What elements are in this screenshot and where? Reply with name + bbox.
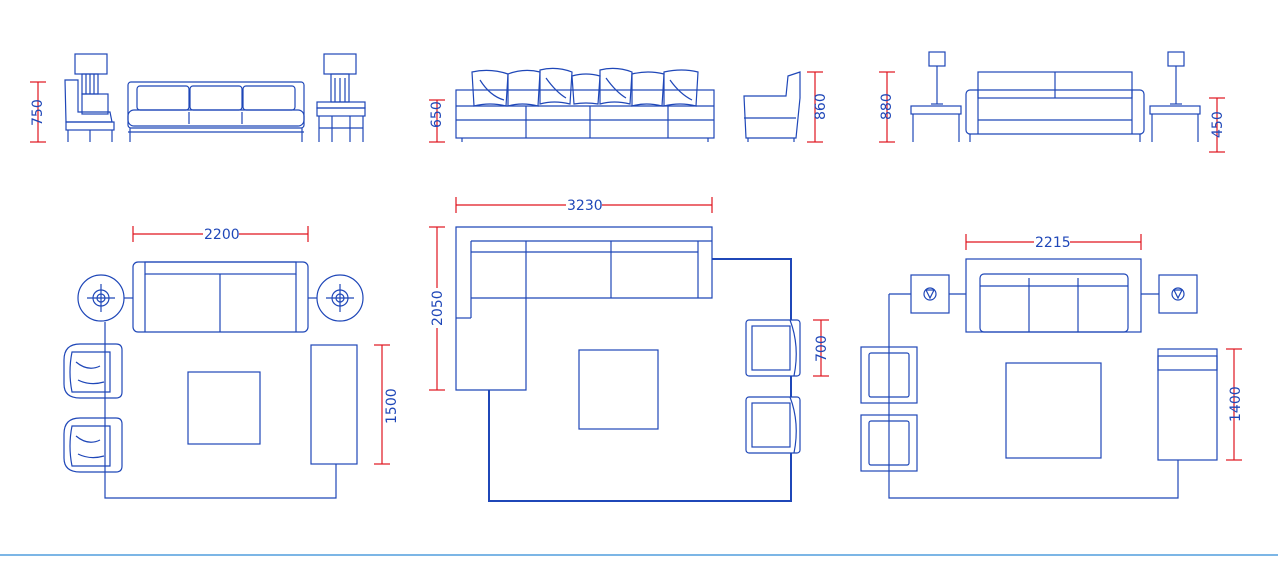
sofa-plan-icon <box>965 258 1142 333</box>
coffee-table-icon <box>578 349 659 430</box>
table-lamp-icon <box>74 53 108 95</box>
elevation-center: 650 <box>429 67 829 143</box>
armchair-plan-icon <box>860 414 918 472</box>
armchair-side-icon <box>743 71 801 142</box>
armchair-plan-icon <box>745 396 801 454</box>
dimension-3230: 3230 <box>455 197 713 214</box>
dimension-2050: 2050 <box>428 226 446 391</box>
dimension-label: 2200 <box>204 227 240 243</box>
dimension-860: 860 <box>807 71 829 143</box>
console-table-icon <box>310 344 358 465</box>
dimension-880: 880 <box>879 71 895 143</box>
armchair-plan-icon <box>860 346 918 404</box>
dimension-2215: 2215 <box>965 234 1142 251</box>
coffee-table-icon <box>187 371 261 445</box>
dimension-450: 450 <box>1209 97 1226 153</box>
dimension-label: 860 <box>813 93 829 120</box>
dimension-label: 2050 <box>430 290 446 326</box>
elevation-left: 750 <box>30 53 366 143</box>
square-side-table-icon <box>910 274 950 314</box>
dimension-750: 750 <box>30 81 46 143</box>
sectional-sofa-front-icon <box>455 89 715 142</box>
dimension-1500: 1500 <box>374 344 400 465</box>
dimension-label: 1500 <box>384 388 400 424</box>
dimension-label: 650 <box>429 101 445 128</box>
plan-left: 2200 <box>63 226 400 499</box>
side-table-icon <box>910 105 962 142</box>
elevation-right: 880 <box>879 51 1226 153</box>
sectional-sofa-plan-icon <box>455 226 713 391</box>
table-lamp-icon <box>1167 51 1185 105</box>
dimension-label: 2215 <box>1035 235 1071 251</box>
armchair-plan-icon <box>63 343 123 399</box>
dimension-label: 880 <box>879 93 895 120</box>
square-side-table-icon <box>1158 274 1198 314</box>
dimension-650: 650 <box>429 99 445 143</box>
rug-outline <box>888 293 1179 499</box>
table-lamp-icon <box>323 53 357 103</box>
coffee-table-icon <box>1005 362 1102 459</box>
dimension-1400: 1400 <box>1226 348 1244 461</box>
sofa-front-icon <box>127 81 305 142</box>
cushion-icon <box>471 67 699 107</box>
sofa-plan-icon <box>132 261 309 333</box>
dimension-label: 3230 <box>567 198 603 214</box>
dimension-label: 1400 <box>1228 386 1244 422</box>
plan-right: 2215 <box>860 234 1244 499</box>
side-table-icon <box>1149 105 1201 142</box>
round-side-table-icon <box>77 274 125 322</box>
sofa-front-icon <box>965 71 1145 142</box>
armchair-plan-icon <box>745 319 801 377</box>
side-table-icon <box>316 101 366 142</box>
table-lamp-icon <box>928 51 946 105</box>
round-side-table-icon <box>316 274 364 322</box>
dimension-label: 750 <box>30 99 46 126</box>
dimension-label: 700 <box>814 335 830 362</box>
console-table-icon <box>1157 348 1218 461</box>
dimension-700: 700 <box>813 319 830 377</box>
dimension-label: 450 <box>1210 111 1226 138</box>
armchair-side-icon <box>64 79 115 142</box>
rug-outline <box>104 297 337 499</box>
dimension-2200: 2200 <box>132 226 309 243</box>
armchair-plan-icon <box>63 417 123 473</box>
plan-center: 3230 2050 <box>428 197 830 502</box>
